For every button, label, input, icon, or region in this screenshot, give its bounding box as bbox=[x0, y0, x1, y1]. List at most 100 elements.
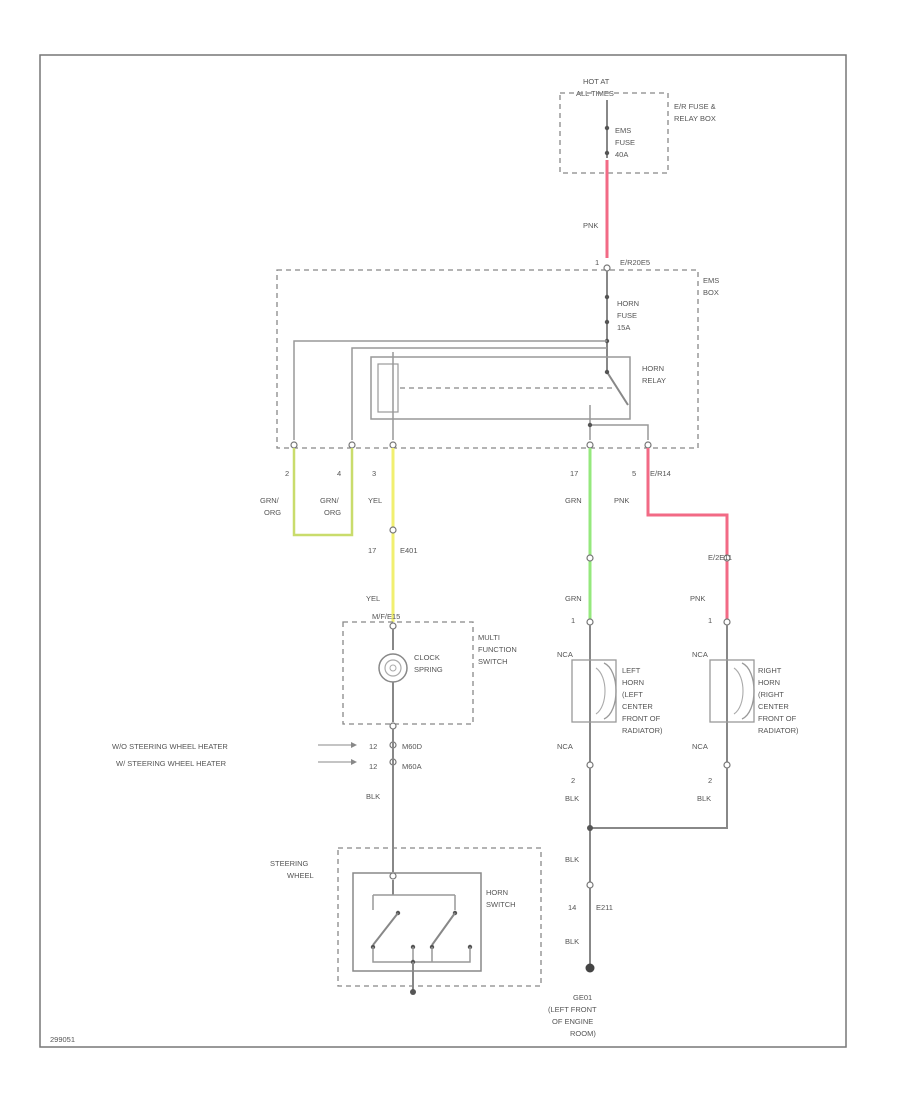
horn-switch-label-2: SWITCH bbox=[486, 900, 516, 909]
wire-blk-right-ground bbox=[590, 768, 728, 829]
left-horn-pin-1-label: 1 bbox=[571, 616, 575, 625]
ground-label-3: OF ENGINE bbox=[552, 1017, 593, 1026]
clock-spring-out-terminal bbox=[389, 722, 397, 730]
horn-relay-outline bbox=[370, 356, 631, 420]
conn-mf-terminal bbox=[389, 622, 397, 630]
left-horn-label-4: CENTER bbox=[622, 702, 653, 711]
clock-spring-core bbox=[389, 664, 397, 672]
wire-yel-label-1: YEL bbox=[368, 496, 382, 505]
clock-spring-label-2: SPRING bbox=[414, 665, 443, 674]
wire-pnk-label-2: PNK bbox=[614, 496, 629, 505]
horn-fuse-terminal-top bbox=[604, 294, 610, 300]
right-horn-label-3: (RIGHT bbox=[758, 690, 784, 699]
ground-label-4: ROOM) bbox=[570, 1029, 596, 1038]
ems-pin-5 bbox=[644, 441, 652, 449]
left-horn-pin-2-label: 2 bbox=[571, 776, 575, 785]
steering-wheel-label-1: STEERING bbox=[270, 859, 309, 868]
conn-m60-id: M60D bbox=[402, 742, 423, 751]
left-horn-label-6: RADIATOR) bbox=[622, 726, 663, 735]
wire-pnk-label-3: PNK bbox=[690, 594, 705, 603]
right-horn-icon bbox=[709, 659, 755, 723]
left-horn-nca-2: NCA bbox=[557, 742, 573, 751]
fuse-main-label-1: EMS bbox=[615, 126, 631, 135]
horn-fuse-terminal-bottom bbox=[604, 319, 610, 325]
horn-relay-coil bbox=[377, 363, 399, 413]
multi-switch-label-3: SWITCH bbox=[478, 657, 508, 666]
conn-e211b-pin: 14 bbox=[568, 903, 576, 912]
ems-internal-wire-2 bbox=[351, 347, 607, 440]
left-horn-bell-inner bbox=[595, 667, 606, 715]
right-horn-label-6: RADIATOR) bbox=[758, 726, 799, 735]
left-horn-label-3: (LEFT bbox=[622, 690, 643, 699]
left-horn-label-1: LEFT bbox=[622, 666, 641, 675]
steering-wheel-label-2: WHEEL bbox=[287, 871, 314, 880]
wire-grn-org-2a: GRN/ bbox=[320, 496, 340, 505]
diagram-code: 299051 bbox=[50, 1035, 75, 1044]
fuse-main-terminal-bottom bbox=[604, 150, 610, 156]
multi-switch-label-2: FUNCTION bbox=[478, 645, 517, 654]
multi-function-switch-outline bbox=[342, 621, 474, 725]
relay-output-branch bbox=[590, 424, 649, 440]
ems-box-label-2: BOX bbox=[703, 288, 719, 297]
right-horn-pin-1-label: 1 bbox=[708, 616, 712, 625]
right-horn-bell bbox=[741, 662, 755, 720]
left-horn-label-2: HORN bbox=[622, 678, 644, 687]
horn-switch-ground-point bbox=[410, 989, 416, 995]
wire-blk-label-5: BLK bbox=[565, 937, 579, 946]
conn-e401-id: E401 bbox=[400, 546, 418, 555]
wire-grn-org-1b: ORG bbox=[264, 508, 281, 517]
ems-pin-3 bbox=[389, 441, 397, 449]
conn-m60a-id: M60A bbox=[402, 762, 422, 771]
pin-label-2: 2 bbox=[285, 469, 289, 478]
ems-box-outline bbox=[276, 269, 699, 449]
heater-arrow-1-head bbox=[351, 742, 357, 748]
right-horn-label-5: FRONT OF bbox=[758, 714, 797, 723]
horn-switch-label-1: HORN bbox=[486, 888, 508, 897]
ground-ge01-icon bbox=[585, 963, 595, 973]
ems-pin-4 bbox=[348, 441, 356, 449]
wire-blk-label-2: BLK bbox=[565, 794, 579, 803]
right-horn-nca-2: NCA bbox=[692, 742, 708, 751]
ground-label-1: GE01 bbox=[573, 993, 592, 1002]
clock-spring-inner bbox=[384, 659, 402, 677]
fuse-box-outline bbox=[559, 92, 669, 174]
horn-relay-label-2: RELAY bbox=[642, 376, 666, 385]
left-horn-pin-1 bbox=[586, 618, 594, 626]
horn-relay-contact bbox=[606, 371, 629, 406]
conn-e211-terminal bbox=[723, 554, 731, 562]
wire-pnk-feed-label: PNK bbox=[583, 221, 598, 230]
right-horn-label-4: CENTER bbox=[758, 702, 789, 711]
wire-pnk-right-horn bbox=[646, 448, 729, 620]
left-horn-bell bbox=[603, 662, 617, 720]
heater-note-2: W/ STEERING WHEEL HEATER bbox=[116, 759, 227, 768]
diagram-frame bbox=[39, 54, 847, 1048]
horn-relay-label-1: HORN bbox=[642, 364, 664, 373]
right-horn-nca-1: NCA bbox=[692, 650, 708, 659]
pin-label-5: 5 bbox=[632, 469, 636, 478]
fuse-main-label-2: FUSE bbox=[615, 138, 635, 147]
wire-grn-label-1: GRN bbox=[565, 496, 582, 505]
horn-switch-blade-1 bbox=[372, 912, 399, 946]
wire-grn-label-2: GRN bbox=[565, 594, 582, 603]
left-horn-nca-1: NCA bbox=[557, 650, 573, 659]
wire-blk-label-1: BLK bbox=[366, 792, 380, 801]
fuse-box-label-2: RELAY BOX bbox=[674, 114, 716, 123]
multi-switch-label-1: MULTI bbox=[478, 633, 500, 642]
wire-grn-org-2b: ORG bbox=[324, 508, 341, 517]
fuse-box-label-1: E/R FUSE & bbox=[674, 102, 716, 111]
conn-top-pin: 1 bbox=[595, 258, 599, 267]
horn-relay-contact-pivot bbox=[604, 369, 610, 375]
conn-e211-label: E/2E11 bbox=[708, 553, 732, 562]
power-label-2: ALL TIMES bbox=[576, 89, 614, 98]
conn-e211b-terminal bbox=[586, 881, 594, 889]
left-horn-pin-2 bbox=[586, 761, 594, 769]
left-horn-label-5: FRONT OF bbox=[622, 714, 661, 723]
right-horn-label-1: RIGHT bbox=[758, 666, 782, 675]
right-horn-pin-2-label: 2 bbox=[708, 776, 712, 785]
power-label-1: HOT AT bbox=[583, 77, 610, 86]
conn-m60-pin: 12 bbox=[369, 742, 377, 751]
ems-box-label-1: EMS bbox=[703, 276, 719, 285]
right-horn-label-2: HORN bbox=[758, 678, 780, 687]
right-horn-pin-2 bbox=[723, 761, 731, 769]
relay-output-junction bbox=[587, 422, 593, 428]
